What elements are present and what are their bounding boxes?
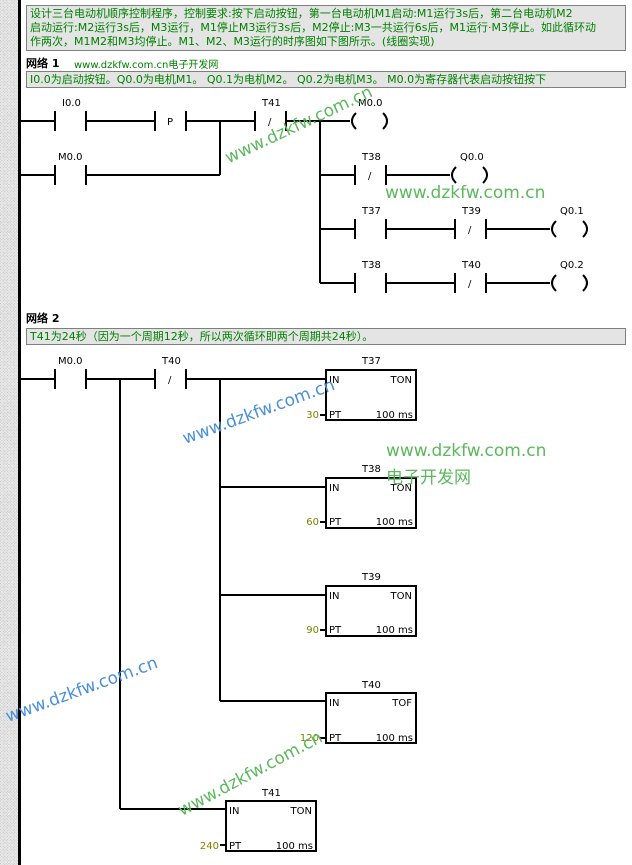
program-comment[interactable]: 设计三台电动机顺序控制程序，控制要求:按下启动按钮，第一台电动机M1启动:M1运… [26,5,626,51]
timer-pt-value[interactable]: 60 [306,517,319,528]
network-1-subtitle: www.dzkfw.com.cn电子开发网 [74,60,219,71]
contact-t40-nc-symbol: / [468,279,472,290]
program-comment-line: 启动运行:M2运行3s后，M3运行，M1停止M3运行3s后，M2停止:M3一共运… [30,21,597,34]
timer-t38[interactable]: T38 IN TON PT 100 ms 60 [306,464,413,528]
n2-contact-t40-nc-symbol: / [168,375,172,386]
power-rail [18,0,21,865]
timer-t37[interactable]: T37 IN TON PT 100 ms 30 [306,356,413,421]
coil-m00-label[interactable]: M0.0 [358,98,383,109]
timer-base: 100 ms [376,625,413,636]
timer-pt-label: PT [329,733,342,744]
timer-base: 100 ms [276,841,313,852]
timer-t39[interactable]: T39 IN TON PT 100 ms 90 [306,572,413,636]
coil-q00-label[interactable]: Q0.0 [460,152,484,163]
coil-q01-label[interactable]: Q0.1 [560,206,584,217]
timer-pt-label: PT [329,625,342,636]
timer-pt-value[interactable]: 90 [306,625,319,636]
contact-i00-label[interactable]: I0.0 [62,98,81,109]
contact-m00-label[interactable]: M0.0 [58,152,83,163]
timer-type: TON [390,591,412,602]
timer-name: T40 [361,680,381,691]
timer-name: T37 [361,356,381,367]
timer-pt-label: PT [329,410,342,421]
contact-t37-label[interactable]: T37 [361,206,381,217]
timer-pt-label: PT [329,517,342,528]
timer-pt-value[interactable]: 240 [200,841,219,852]
timer-in: IN [329,591,339,602]
timer-base: 100 ms [376,517,413,528]
timer-type: TON [390,375,412,386]
program-comment-line: 作两次，M1M2和M3均停止。M1、M2、M3运行的时序图如下图所示。(线圈实现… [30,35,435,48]
timer-pt-value[interactable]: 30 [306,410,319,421]
timer-pt-label: PT [229,841,242,852]
timer-name: T41 [261,788,281,799]
timer-in: IN [329,375,339,386]
timer-in: IN [229,806,239,817]
contact-t41-label[interactable]: T41 [261,98,281,109]
network-2-title[interactable]: 网络 2 [26,312,60,325]
network-1-title[interactable]: 网络 1 [26,57,60,70]
contact-t39-nc-symbol: / [468,225,472,236]
coil-q02-label[interactable]: Q0.2 [560,260,584,271]
contact-t38-no-label[interactable]: T38 [361,260,381,271]
timer-base: 100 ms [376,733,413,744]
timer-type: TON [290,806,312,817]
n2-contact-t40-label[interactable]: T40 [161,356,181,367]
network-2-comment[interactable]: T41为24秒（因为一个周期12秒，所以两次循环即两个周期共24秒）。 [26,328,626,345]
contact-t38-nc-label[interactable]: T38 [361,152,381,163]
contact-t38-nc-symbol: / [368,171,372,182]
timer-t40[interactable]: T40 IN TOF PT 100 ms 120 [300,680,413,744]
n2-contact-m00-label[interactable]: M0.0 [58,356,83,367]
network-1-comment[interactable]: I0.0为启动按钮。Q0.0为电机M1。 Q0.1为电机M2。 Q0.2为电机M… [26,71,626,88]
timer-type: TOF [391,698,412,709]
timer-name: T38 [361,464,381,475]
contact-t40-label[interactable]: T40 [461,260,481,271]
timer-in: IN [329,483,339,494]
timer-type: TON [390,483,412,494]
timer-name: T39 [361,572,381,583]
program-comment-line: 设计三台电动机顺序控制程序，控制要求:按下启动按钮，第一台电动机M1启动:M1运… [30,7,573,20]
timer-pt-value[interactable]: 120 [300,733,319,744]
timer-t41[interactable]: T41 IN TON PT 100 ms 240 [200,788,313,852]
timer-base: 100 ms [376,410,413,421]
contact-t41-nc-symbol: / [268,117,272,128]
contact-t39-label[interactable]: T39 [461,206,481,217]
left-margin-gutter [0,0,18,865]
positive-edge-label[interactable]: P [167,117,173,128]
timer-in: IN [329,698,339,709]
